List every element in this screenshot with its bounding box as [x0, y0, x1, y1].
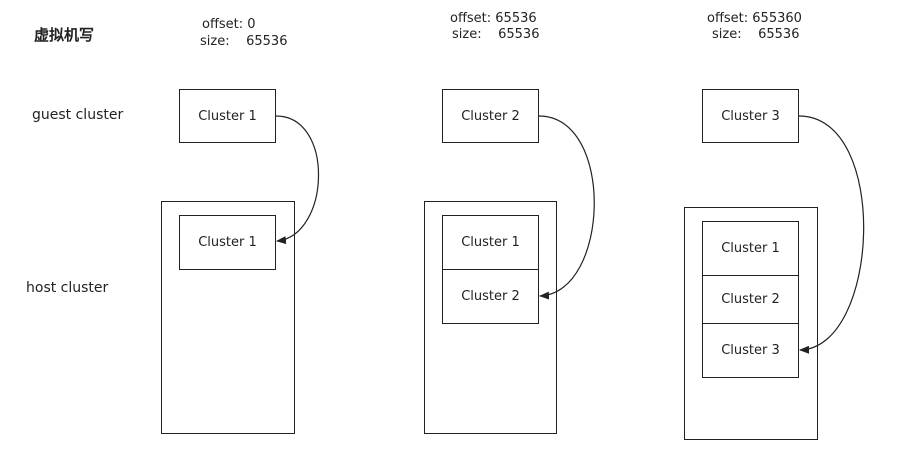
column-3-host-cluster-2: Cluster 2 [702, 275, 799, 324]
column-2-guest-cluster: Cluster 2 [442, 89, 539, 143]
column-1-host-cluster-1: Cluster 1 [179, 215, 276, 270]
column-3-mapping-arrow [798, 115, 865, 354]
column-2-size-label: size: 65536 [452, 27, 540, 42]
column-3-guest-cluster: Cluster 3 [702, 89, 799, 143]
column-1-mapping-arrow [275, 115, 320, 245]
column-2-offset-label: offset: 65536 [450, 11, 537, 26]
column-3-host-cluster-1: Cluster 1 [702, 221, 799, 276]
column-1-guest-cluster: Cluster 1 [179, 89, 276, 143]
column-1-size-label: size: 65536 [200, 34, 288, 49]
guest-cluster-row-label: guest cluster [32, 107, 124, 123]
host-cluster-row-label: host cluster [26, 280, 109, 296]
column-2-host-cluster-2: Cluster 2 [442, 269, 539, 324]
column-3-host-cluster-3: Cluster 3 [702, 323, 799, 378]
column-2-mapping-arrow [538, 115, 595, 300]
column-3-offset-label: offset: 655360 [707, 11, 802, 26]
column-3-size-label: size: 65536 [712, 27, 800, 42]
column-2-host-cluster-1: Cluster 1 [442, 215, 539, 270]
column-1-offset-label: offset: 0 [202, 17, 256, 32]
diagram-title: 虚拟机写 [34, 26, 95, 44]
